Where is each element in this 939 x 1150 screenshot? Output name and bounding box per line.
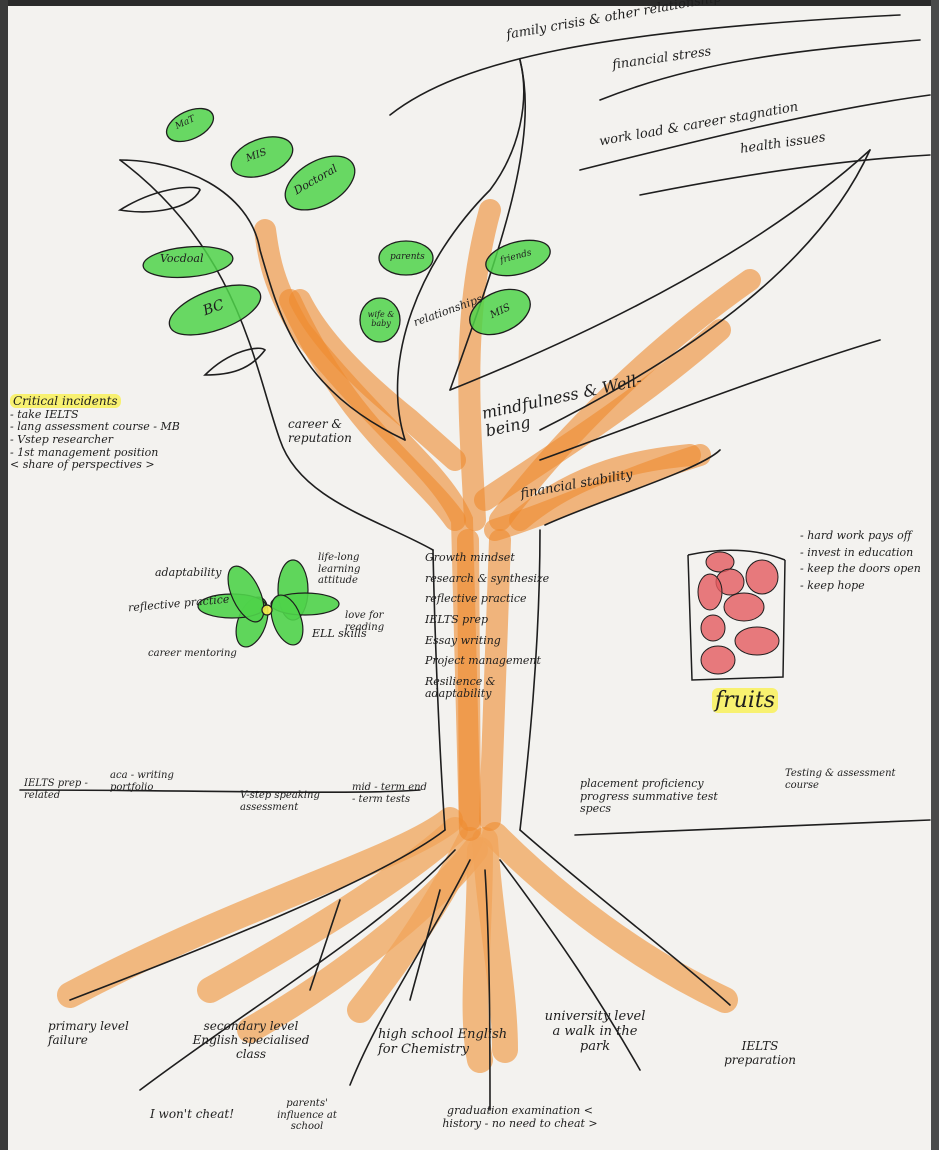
- root-label: university level a walk in the park: [540, 1010, 650, 1055]
- root-label: parents' influence at school: [262, 1098, 352, 1133]
- ground-label: V-step speaking assessment: [240, 790, 340, 813]
- ground-label: mid - term end - term tests: [352, 782, 427, 805]
- fruit-lesson: - keep the doors open: [800, 563, 921, 576]
- ground-label: placement proficiency progress summative…: [580, 778, 730, 816]
- root-label: high school English for Chemistry: [378, 1028, 508, 1058]
- fruit-lesson: - invest in education: [800, 547, 921, 560]
- ground-label: aca - writing portfolio: [110, 770, 200, 793]
- critical-incidents-title: Critical incidents: [10, 394, 121, 408]
- leaf-label: wife & baby: [364, 310, 398, 328]
- trunk-skill: research & synthesize: [425, 573, 549, 586]
- branch-label-career: career & reputation: [288, 418, 398, 446]
- trunk-skill: Growth mindset: [425, 552, 549, 565]
- fruit-lesson: - hard work pays off: [800, 530, 921, 543]
- critical-incident-item: < share of perspectives >: [10, 459, 180, 472]
- root-label: IELTS preparation: [715, 1040, 805, 1068]
- leaf-label: parents: [390, 252, 425, 262]
- trunk-skill: Project management: [425, 655, 549, 668]
- fruits-lessons: - hard work pays off - invest in educati…: [800, 530, 921, 593]
- root-label: primary level failure: [48, 1020, 138, 1048]
- flower-label: adaptability: [155, 567, 221, 580]
- trunk-skill: IELTS prep: [425, 614, 549, 627]
- root-label: I won't cheat!: [150, 1108, 234, 1122]
- trunk-skills: Growth mindset research & synthesize ref…: [425, 552, 549, 701]
- critical-incidents: Critical incidents - take IELTS - lang a…: [10, 395, 180, 472]
- ground-label: IELTS prep - related: [24, 778, 104, 801]
- fruit-lesson: - keep hope: [800, 580, 921, 593]
- root-label: secondary level English specialised clas…: [186, 1020, 316, 1061]
- fruits-title: fruits: [712, 688, 778, 713]
- flower-label: ELL skills: [312, 628, 367, 641]
- trunk-skill: Essay writing: [425, 635, 549, 648]
- leaf-label: Vocdoal: [160, 253, 203, 266]
- flower-label: life-long learning attitude: [318, 552, 398, 587]
- fruits-title-text: fruits: [712, 688, 778, 713]
- root-label: graduation examination < history - no ne…: [440, 1105, 600, 1130]
- critical-incident-item: - Vstep researcher: [10, 434, 180, 447]
- trunk-skill: Resilience & adaptability: [425, 676, 525, 701]
- flower-label: career mentoring: [148, 648, 237, 660]
- trunk-skill: reflective practice: [425, 593, 549, 606]
- ground-label: Testing & assessment course: [785, 768, 915, 791]
- fruits-drawing: [698, 552, 779, 674]
